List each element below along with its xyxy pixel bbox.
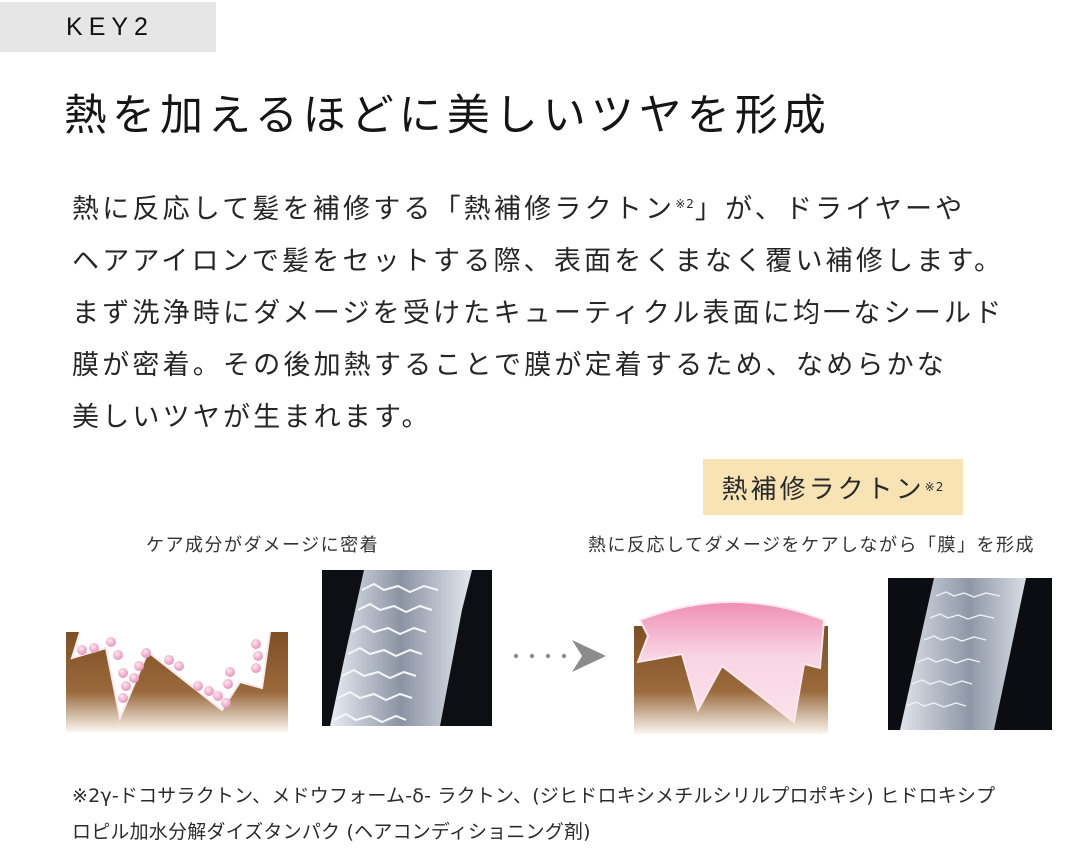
sem-damaged-cuticle-photo	[322, 570, 492, 726]
dotted-arrow-right-icon	[510, 636, 610, 676]
hair-with-film-illustration	[632, 596, 830, 734]
body-paragraph: 熱に反応して髪を補修する「熱補修ラクトン※2」が、ドライヤーや ヘアアイロンで髪…	[72, 178, 1072, 444]
body-line-1: 熱に反応して髪を補修する「熱補修ラクトン※2」が、ドライヤーや	[72, 194, 966, 225]
body-line-3: まず洗浄時にダメージを受けたキューティクル表面に均一なシールド	[72, 298, 1005, 329]
footnote: ※2γ-ドコサラクトン、メドウフォーム-δ- ラクトン、(ジヒドロキシメチルシリ…	[72, 778, 1072, 850]
damaged-hair-illustration	[66, 628, 288, 732]
footnote-ref: ※2	[675, 197, 695, 211]
body-line-4: 膜が密着。その後加熱することで膜が定着するため、なめらかな	[72, 350, 947, 381]
after-caption: 熱に反応してダメージをケアしながら「膜」を形成	[588, 535, 1036, 556]
headline: 熱を加えるほどに美しいツヤを形成	[64, 91, 831, 141]
sem-smooth-cuticle-photo	[888, 578, 1052, 730]
ingredient-label: 熱補修ラクトン※2	[703, 459, 963, 515]
body-line-2: ヘアアイロンで髪をセットする際、表面をくまなく覆い補修します。	[72, 246, 1005, 277]
footnote-line-2: ロピル加水分解ダイズタンパク (ヘアコンディショニング剤)	[72, 821, 591, 843]
key-badge-label: KEY2	[66, 12, 154, 41]
key-badge: KEY2	[0, 2, 216, 52]
body-line-5: 美しいツヤが生まれます。	[72, 402, 432, 433]
footnote-line-1: ※2γ-ドコサラクトン、メドウフォーム-δ- ラクトン、(ジヒドロキシメチルシリ…	[72, 785, 996, 807]
footnote-ref: ※2	[924, 480, 945, 494]
before-caption: ケア成分がダメージに密着	[146, 535, 380, 556]
